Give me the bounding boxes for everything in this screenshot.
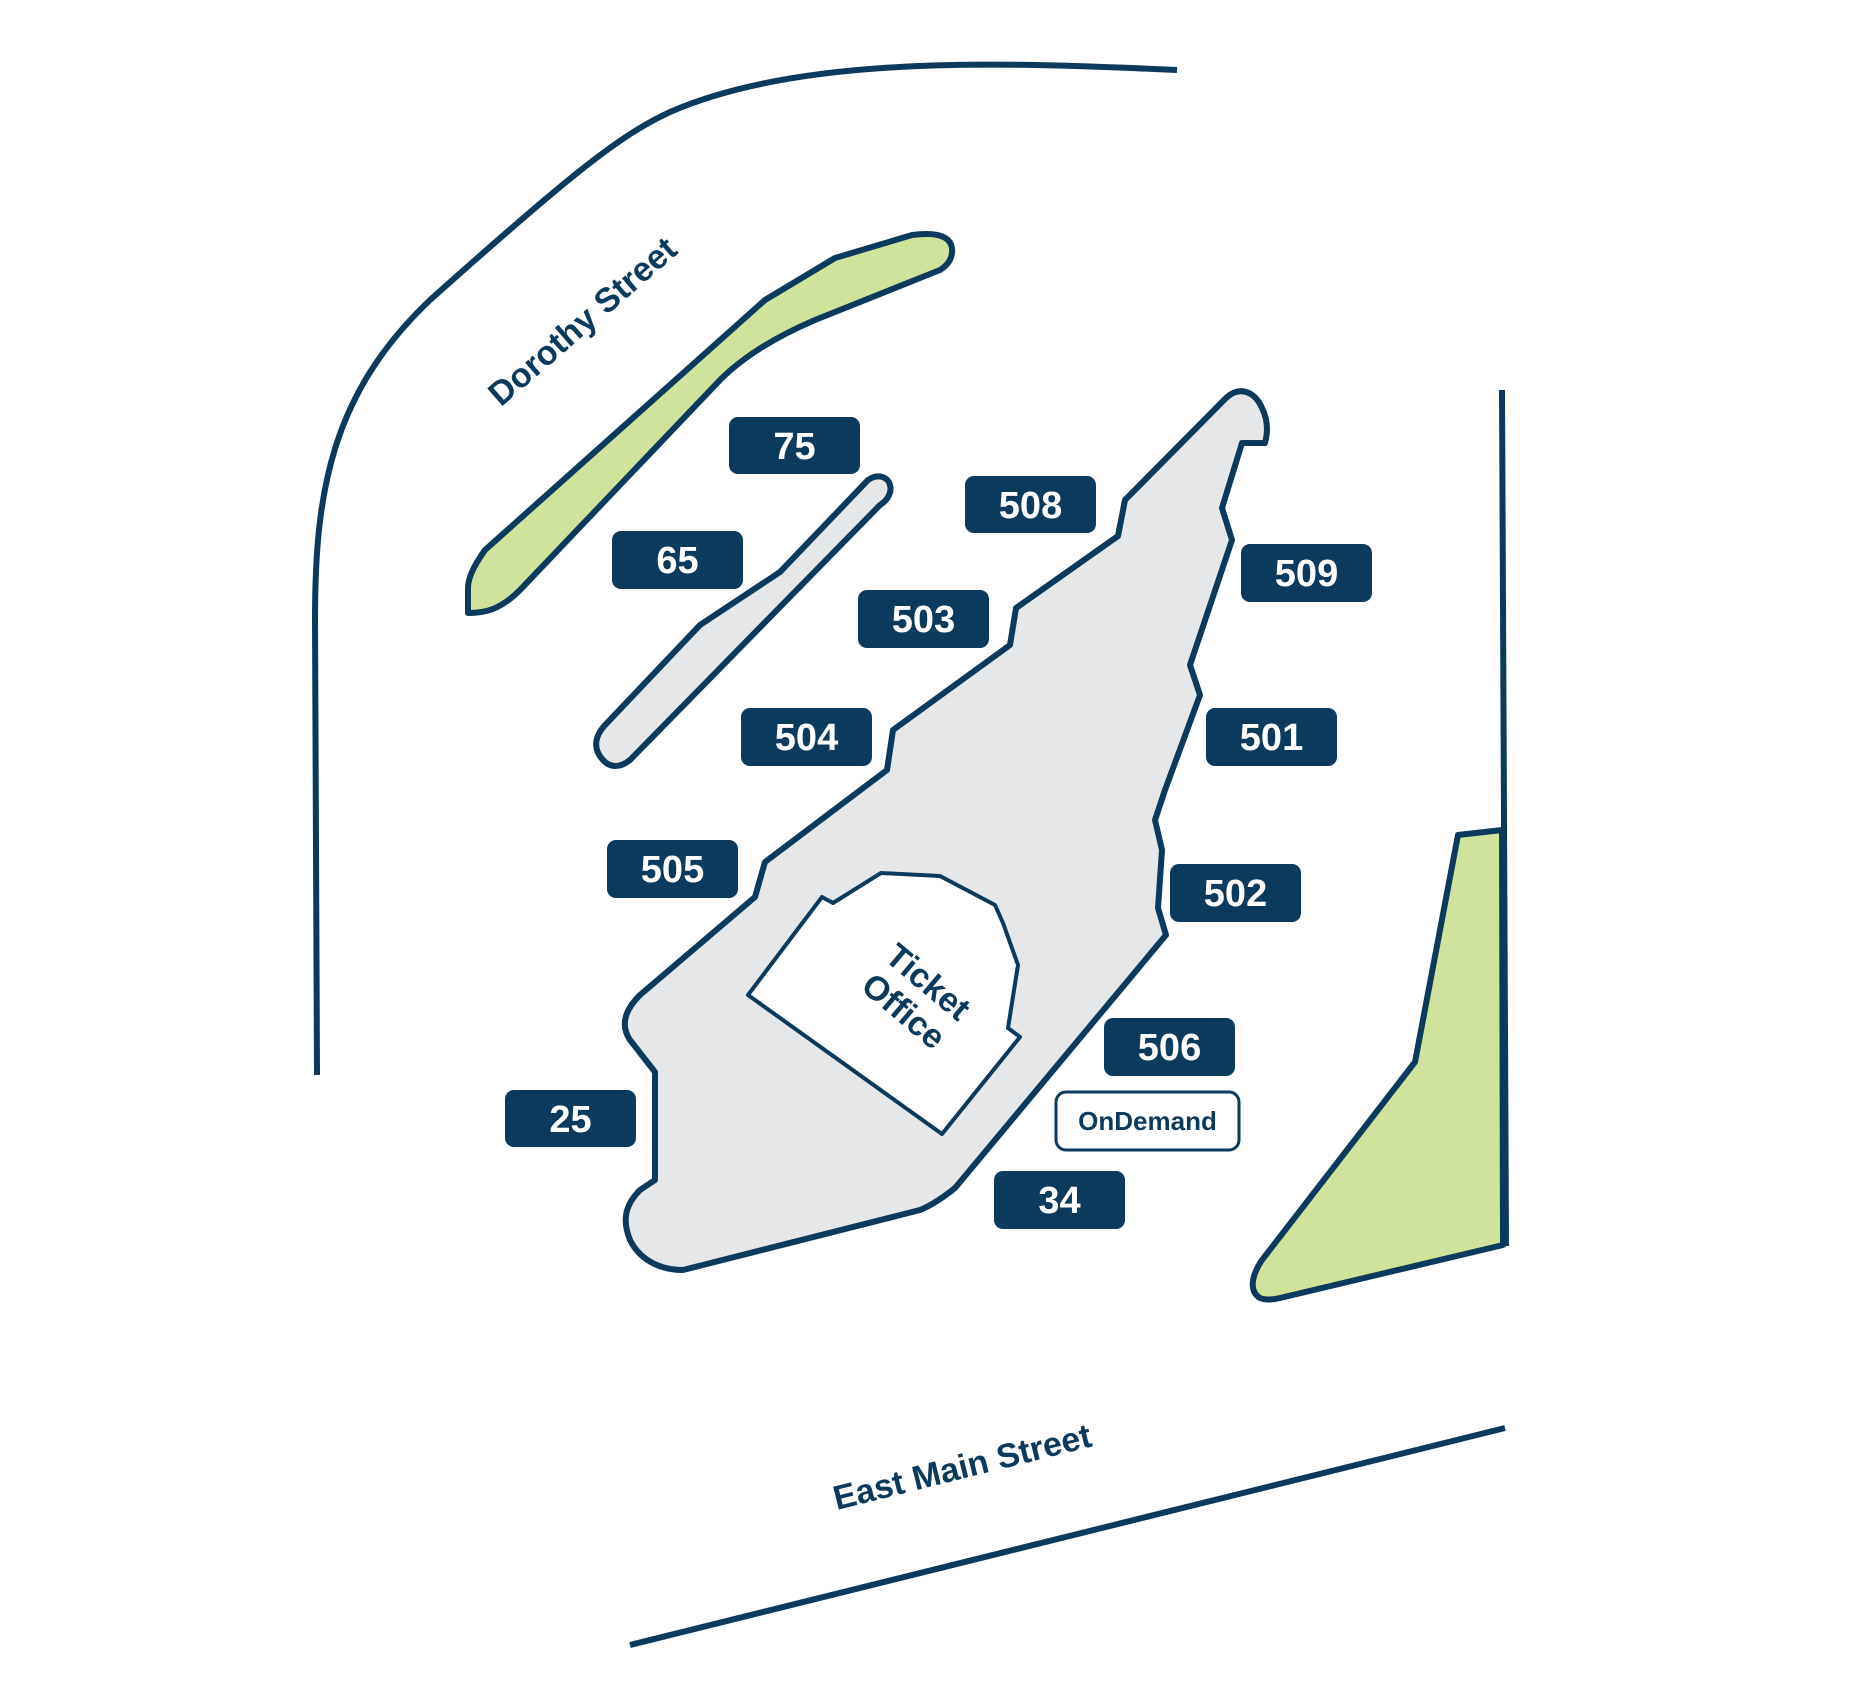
route-label-508: 508: [999, 485, 1062, 527]
east-main-street-label: East Main Street: [829, 1417, 1095, 1518]
main-bus-platform: [621, 388, 1270, 1273]
route-badge-502[interactable]: 502: [1170, 864, 1301, 922]
dorothy-street-road: [312, 61, 1178, 1076]
route-label-505: 505: [641, 849, 704, 891]
route-badge-503[interactable]: 503: [858, 590, 989, 648]
route-label-509: 509: [1275, 553, 1338, 595]
ticket-office-building: [746, 871, 1022, 1136]
route-badge-506[interactable]: 506: [1104, 1018, 1235, 1076]
route-label-504: 504: [775, 717, 838, 759]
route-label-506: 506: [1138, 1027, 1201, 1069]
route-label-25: 25: [549, 1099, 591, 1141]
route-label-65: 65: [656, 540, 698, 582]
route-label-34: 34: [1038, 1180, 1080, 1222]
route-badge-505[interactable]: 505: [607, 840, 738, 898]
route-label-503: 503: [892, 599, 955, 641]
route-badge-65[interactable]: 65: [612, 531, 743, 589]
east-main-street-road: [629, 1425, 1506, 1648]
route-badge-25[interactable]: 25: [505, 1090, 636, 1147]
north-green-area: [465, 230, 956, 616]
ondemand-badge[interactable]: OnDemand: [1054, 1090, 1241, 1152]
route-label-502: 502: [1204, 873, 1267, 915]
route-badge-504[interactable]: 504: [741, 708, 872, 766]
route-badge-34[interactable]: 34: [994, 1171, 1125, 1229]
route-label-501: 501: [1240, 717, 1303, 759]
east-green-area: [1249, 827, 1506, 1303]
route-label-75: 75: [773, 426, 815, 468]
route-badge-501[interactable]: 501: [1206, 708, 1337, 766]
inner-island: [593, 473, 894, 769]
dorothy-street-label: Dorothy Street: [481, 230, 684, 414]
route-badge-509[interactable]: 509: [1241, 544, 1372, 602]
route-badge-508[interactable]: 508: [965, 476, 1096, 533]
ondemand-label: OnDemand: [1078, 1106, 1217, 1136]
route-badge-75[interactable]: 75: [729, 417, 860, 474]
